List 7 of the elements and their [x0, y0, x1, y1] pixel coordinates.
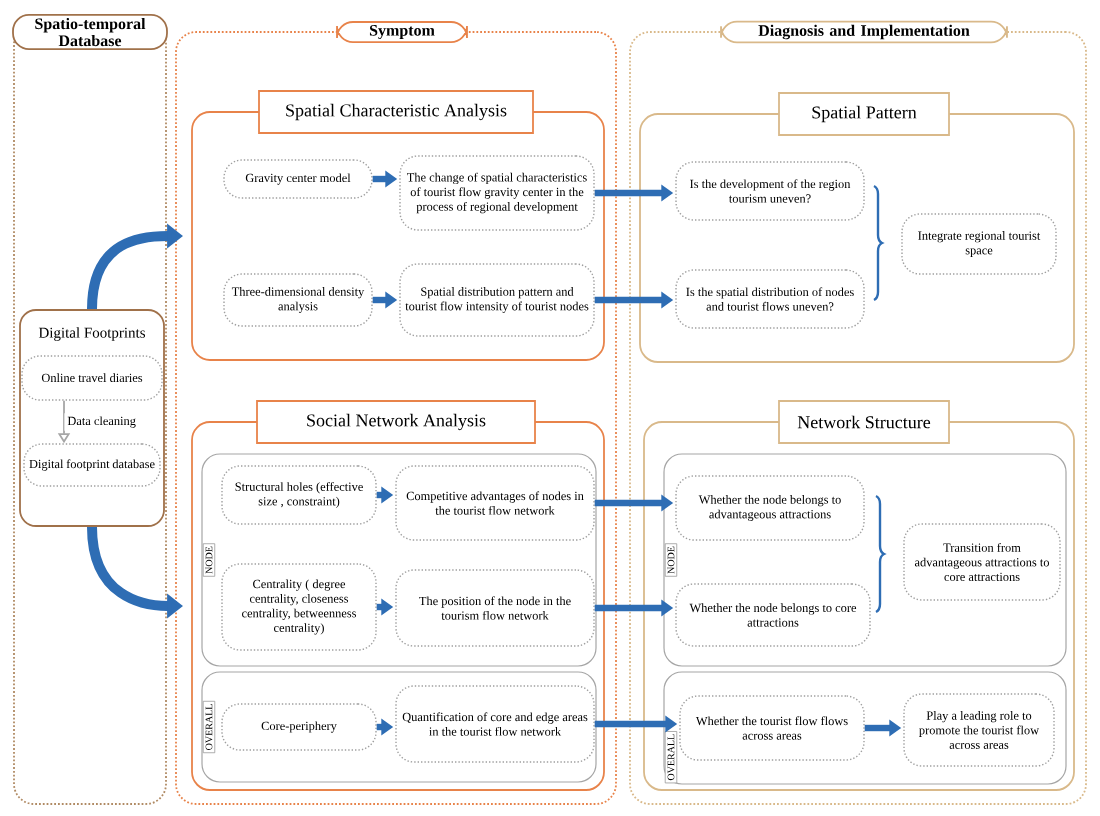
column-heading: Symptom	[336, 21, 468, 43]
panel-heading: Spatial Pattern	[778, 92, 950, 136]
panel-heading: Social Network Analysis	[256, 400, 536, 444]
panel-heading: Network Structure	[778, 400, 950, 444]
column-heading: Diagnosis and Implementation	[720, 20, 1008, 44]
panel-heading: Spatial Characteristic Analysis	[258, 90, 534, 134]
column-heading: Spatio-temporal Database	[12, 14, 168, 51]
